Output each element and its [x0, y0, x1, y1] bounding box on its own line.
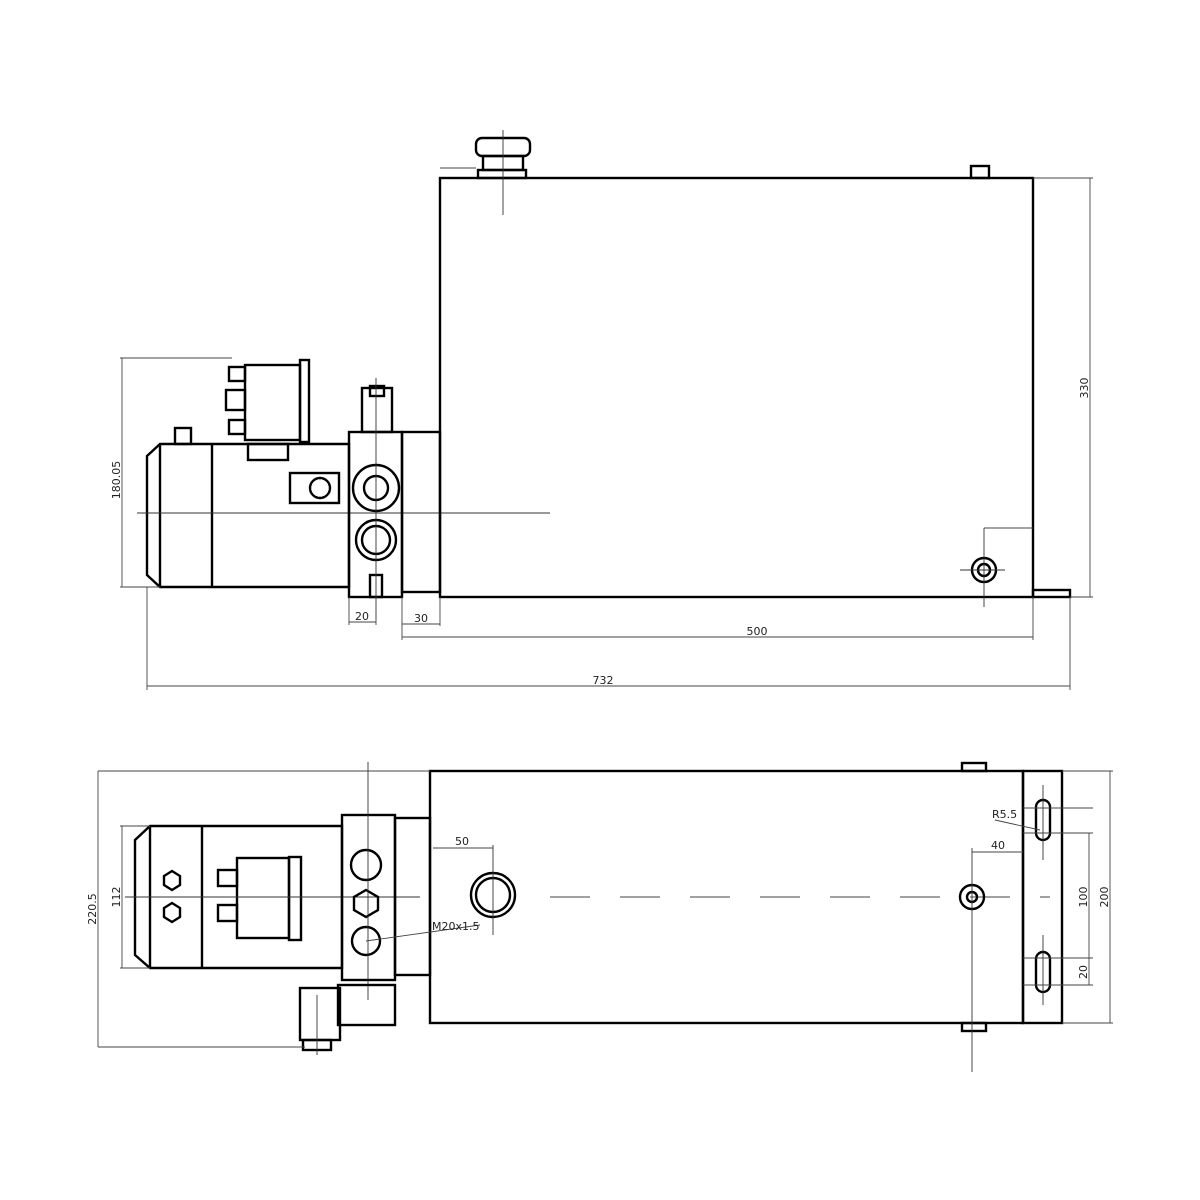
- dim-port-offset: 50: [433, 835, 493, 849]
- suction-port: [469, 845, 517, 935]
- dim-label: 20: [1077, 965, 1090, 979]
- mounting-foot: [1031, 588, 1072, 599]
- filler-cap: [440, 130, 532, 215]
- mounting-plate: [1021, 769, 1064, 1025]
- solenoid-relay: [224, 358, 311, 444]
- dim-label: 30: [414, 612, 428, 625]
- dim-label: 200: [1098, 887, 1111, 908]
- dim-label: 330: [1078, 378, 1091, 399]
- dim-overall-length: 732: [146, 587, 1071, 690]
- top-view: 220.5 112 50 M20x1.5 R5.5 40 100: [86, 761, 1113, 1072]
- dim-flange-offset: 30: [401, 597, 441, 640]
- solenoid-coil-plug: [298, 983, 397, 1055]
- breather-fitting: [969, 164, 991, 180]
- dim-label: 112: [110, 887, 123, 908]
- drain-port-top: [958, 848, 986, 1072]
- dim-valve-width: 20: [348, 597, 377, 625]
- dim-label: 20: [355, 610, 369, 623]
- dim-label: R5.5: [992, 808, 1017, 821]
- dim-label: 732: [593, 674, 614, 687]
- breather-fitting-top: [960, 761, 988, 773]
- dim-label: 500: [747, 625, 768, 638]
- front-view: 180.05 20 30 500 732 3: [110, 130, 1093, 690]
- dim-motor-height: 180.05: [110, 357, 232, 588]
- dim-slot-radius: R5.5: [992, 808, 1041, 831]
- dim-label: 40: [991, 839, 1005, 852]
- dim-label: 220.5: [86, 893, 99, 925]
- port-thread-label: M20x1.5: [432, 920, 480, 933]
- dim-label: 100: [1077, 887, 1090, 908]
- dim-slot-spacing: 100 20: [1023, 807, 1093, 986]
- dim-tank-length: 500: [402, 597, 1034, 640]
- dim-tank-width: 200: [1062, 770, 1113, 1024]
- valve-block-top: [340, 762, 481, 1000]
- dim-overall-width: 220.5: [86, 770, 430, 1048]
- drain-fitting-top: [960, 1021, 988, 1033]
- drain-plug: [960, 527, 1033, 607]
- dim-tank-height: 330: [1033, 177, 1093, 598]
- tank-front: [438, 176, 1035, 599]
- motor-side: [137, 426, 550, 589]
- dim-label: 180.05: [110, 461, 123, 500]
- mounting-slots: [1034, 785, 1052, 1005]
- valve-block-front: [288, 378, 442, 620]
- dim-motor-diameter: 112: [110, 825, 150, 969]
- dim-drain-offset: 40: [972, 839, 1023, 853]
- dim-label: 50: [455, 835, 469, 848]
